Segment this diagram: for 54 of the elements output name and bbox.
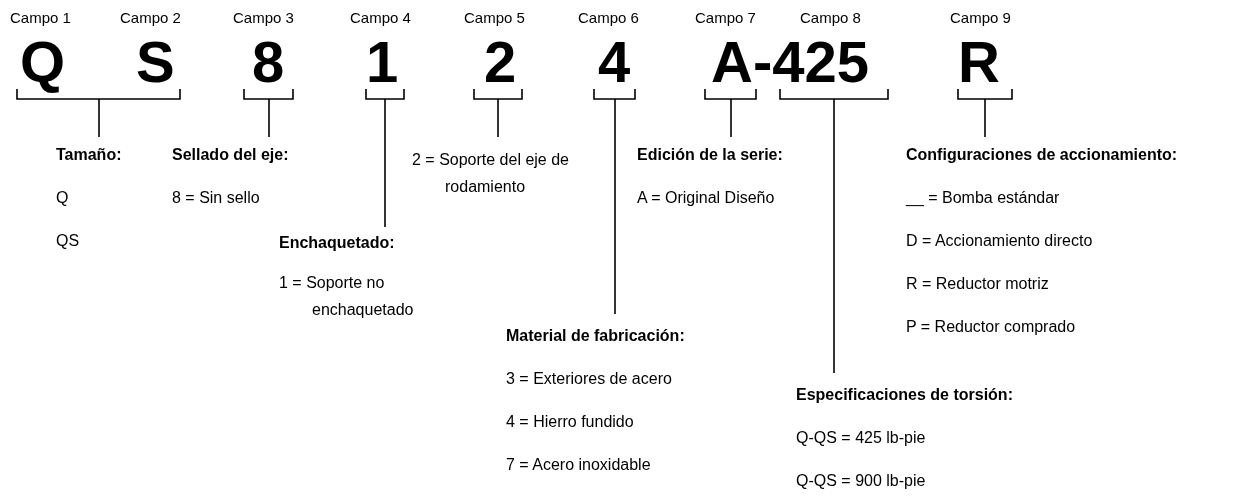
field-heading: Configuraciones de accionamiento:	[906, 145, 1178, 165]
field-label: Campo 6	[578, 8, 639, 28]
bracket	[957, 88, 1013, 100]
code-character: 4	[598, 33, 631, 91]
leader-line	[384, 98, 386, 228]
option-text: __ = Bomba estándar	[906, 188, 1061, 208]
field-label: Campo 8	[800, 8, 861, 28]
leader-line	[833, 98, 835, 374]
option-text: P = Reductor comprado	[906, 317, 1077, 337]
option-text: Q-QS = 425 lb-pie	[796, 428, 927, 448]
option-text: QS	[56, 231, 81, 251]
bracket	[365, 88, 405, 100]
bracket	[779, 88, 889, 100]
option-text: 4 = Hierro fundido	[506, 412, 635, 432]
field-heading: Enchaquetado:	[279, 233, 396, 253]
field-label: Campo 9	[950, 8, 1011, 28]
option-text: Q-QS = 900 lb-pie	[796, 471, 927, 491]
leader-line	[614, 98, 616, 315]
code-character: 8	[252, 33, 285, 91]
option-text: 8 = Sin sello	[172, 188, 261, 208]
leader-line	[98, 98, 100, 138]
field-label: Campo 7	[695, 8, 756, 28]
code-character: 1	[366, 33, 399, 91]
field-label: Campo 3	[233, 8, 294, 28]
code-character: A-425	[711, 33, 869, 91]
field-heading: Especificaciones de torsión:	[796, 385, 1013, 405]
field-heading: Tamaño:	[56, 145, 122, 165]
option-text: D = Accionamiento directo	[906, 231, 1094, 251]
code-character: Q	[20, 33, 66, 91]
field-heading: Material de fabricación:	[506, 326, 685, 346]
leader-line	[984, 98, 986, 138]
bracket	[704, 88, 757, 100]
leader-line	[497, 98, 499, 138]
code-character: R	[958, 33, 1000, 91]
field-heading: Sellado del eje:	[172, 145, 289, 165]
option-text: A = Original Diseño	[637, 188, 776, 208]
option-text: 2 = Soporte del eje de rodamiento	[412, 149, 570, 197]
option-text: 3 = Exteriores de acero	[506, 369, 673, 389]
code-character: 2	[484, 33, 517, 91]
bracket	[593, 88, 636, 100]
bracket	[473, 88, 523, 100]
bracket	[243, 88, 294, 100]
field-label: Campo 4	[350, 8, 411, 28]
field-label: Campo 2	[120, 8, 181, 28]
field-label: Campo 5	[464, 8, 525, 28]
option-text: 1 = Soporte no enchaquetado	[279, 273, 415, 320]
option-text: 7 = Acero inoxidable	[506, 455, 652, 475]
field-label: Campo 1	[10, 8, 71, 28]
leader-line	[268, 98, 270, 138]
code-character: S	[136, 33, 175, 91]
leader-line	[730, 98, 732, 138]
option-text: R = Reductor motriz	[906, 274, 1050, 294]
option-text: Q	[56, 188, 70, 208]
field-heading: Edición de la serie:	[637, 145, 783, 165]
